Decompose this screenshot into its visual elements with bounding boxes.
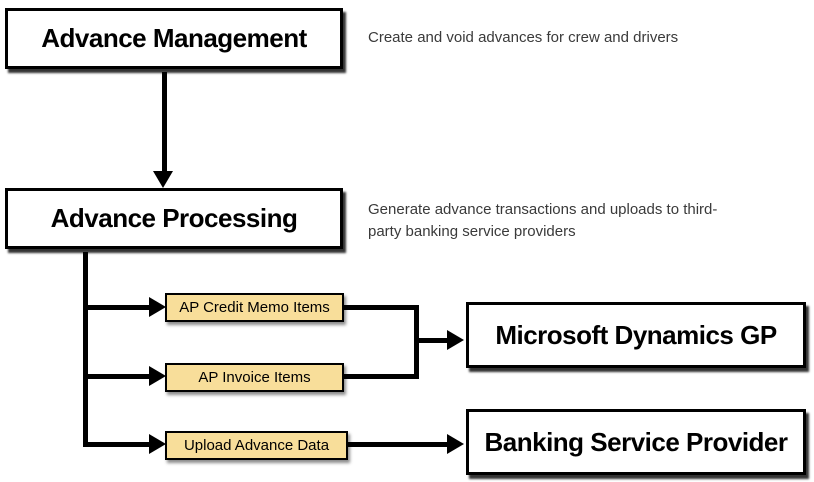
node-advance-processing: Advance Processing bbox=[5, 188, 343, 249]
edge-credit-memo-out-line bbox=[344, 305, 419, 310]
node-advance-management: Advance Management bbox=[5, 8, 343, 69]
node-ap-invoice-items: AP Invoice Items bbox=[165, 363, 344, 392]
edge-processing-to-invoice-line bbox=[83, 374, 151, 379]
arrow-down-icon bbox=[153, 171, 173, 188]
edge-processing-to-upload-line bbox=[83, 442, 151, 447]
description-advance-processing: Generate advance transactions and upload… bbox=[368, 201, 718, 240]
arrow-right-icon bbox=[149, 366, 166, 386]
edge-management-to-processing-line bbox=[162, 72, 167, 172]
node-ap-credit-memo-items: AP Credit Memo Items bbox=[165, 293, 344, 322]
arrow-right-icon bbox=[149, 434, 166, 454]
edge-to-dynamics-gp-line bbox=[414, 338, 449, 343]
description-advance-management: Create and void advances for crew and dr… bbox=[368, 29, 679, 46]
edge-processing-trunk-line bbox=[83, 252, 88, 447]
node-banking-service-provider: Banking Service Provider bbox=[466, 409, 806, 475]
node-microsoft-dynamics-gp: Microsoft Dynamics GP bbox=[466, 302, 806, 368]
edge-upload-to-banking-line bbox=[348, 442, 449, 447]
arrow-right-icon bbox=[447, 330, 464, 350]
arrow-right-icon bbox=[149, 297, 166, 317]
edge-invoice-out-line bbox=[344, 374, 419, 379]
arrow-right-icon bbox=[447, 434, 464, 454]
edge-processing-to-credit-memo-line bbox=[83, 305, 151, 310]
node-upload-advance-data: Upload Advance Data bbox=[165, 431, 348, 460]
